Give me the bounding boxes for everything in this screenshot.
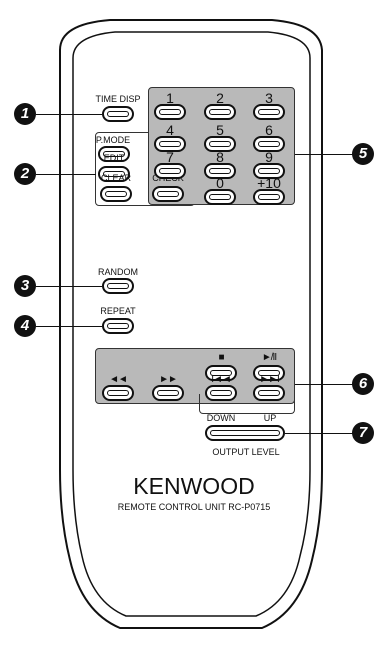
num-7-label: 7 xyxy=(166,149,174,165)
random-label: RANDOM xyxy=(98,267,138,277)
callout-4-leader xyxy=(36,326,102,327)
callout-5-number: 5 xyxy=(358,145,368,162)
random-button[interactable] xyxy=(102,278,134,294)
prev-track-icon: I◄◄ xyxy=(211,374,232,385)
callout-2-leader xyxy=(36,174,96,175)
callout-7-leader xyxy=(285,433,353,434)
num-4-label: 4 xyxy=(166,122,174,138)
p-mode-label: P.MODE xyxy=(95,135,131,145)
time-disp-label: TIME DISP xyxy=(95,94,141,104)
num-1-button[interactable] xyxy=(154,104,186,120)
model-text: REMOTE CONTROL UNIT RC-P0715 xyxy=(117,502,271,512)
num-6-label: 6 xyxy=(265,122,273,138)
callout-1-leader xyxy=(36,114,102,115)
num-4-button[interactable] xyxy=(154,136,186,152)
callout-6: 6 xyxy=(352,373,374,395)
callout-7: 7 xyxy=(352,422,374,444)
p-mode-button[interactable] xyxy=(98,146,130,162)
up-label: UP xyxy=(263,413,277,423)
play-pause-icon: ►/II xyxy=(261,352,277,363)
num-3-button[interactable] xyxy=(253,104,285,120)
stop-icon: ■ xyxy=(218,352,224,363)
num-plus10-button[interactable] xyxy=(253,189,285,205)
num-2-label: 2 xyxy=(216,90,224,106)
num-8-button[interactable] xyxy=(204,163,236,179)
fast-forward-icon: ►► xyxy=(159,374,178,385)
callout-2-number: 2 xyxy=(20,165,30,182)
down-label: DOWN xyxy=(206,413,236,423)
num-9-button[interactable] xyxy=(253,163,285,179)
num-0-button[interactable] xyxy=(204,189,236,205)
prev-track-button[interactable] xyxy=(205,385,237,401)
callout-3: 3 xyxy=(14,275,36,297)
num-1-label: 1 xyxy=(166,90,174,106)
edit-label: EDIT xyxy=(103,153,125,163)
num-5-button[interactable] xyxy=(204,136,236,152)
output-level-rocker[interactable] xyxy=(205,425,285,441)
stop-button[interactable] xyxy=(205,365,237,381)
repeat-label: REPEAT xyxy=(100,306,136,316)
rewind-icon: ◄◄ xyxy=(109,374,128,385)
callout-2: 2 xyxy=(14,163,36,185)
next-track-icon: ►►I xyxy=(259,374,280,385)
num-5-label: 5 xyxy=(216,122,224,138)
num-0-label: 0 xyxy=(216,175,224,191)
callout-4: 4 xyxy=(14,315,36,337)
callout-1-number: 1 xyxy=(20,105,30,122)
callout-4-number: 4 xyxy=(20,317,30,334)
num-2-button[interactable] xyxy=(204,104,236,120)
edit-button[interactable] xyxy=(98,166,130,182)
num-7-button[interactable] xyxy=(154,163,186,179)
callout-6-leader xyxy=(295,384,353,385)
num-3-label: 3 xyxy=(265,90,273,106)
fast-forward-button[interactable] xyxy=(152,385,184,401)
callout-5: 5 xyxy=(352,143,374,165)
num-6-button[interactable] xyxy=(253,136,285,152)
callout-3-number: 3 xyxy=(20,277,30,294)
num-9-label: 9 xyxy=(265,149,273,165)
repeat-button[interactable] xyxy=(102,318,134,334)
rewind-button[interactable] xyxy=(102,385,134,401)
callout-3-leader xyxy=(36,286,102,287)
num-plus10-label: +10 xyxy=(257,175,281,191)
time-disp-button[interactable] xyxy=(102,106,134,122)
callout-5-leader xyxy=(295,154,353,155)
brand-logo: KENWOOD xyxy=(133,473,255,499)
callout-1: 1 xyxy=(14,103,36,125)
output-level-label: OUTPUT LEVEL xyxy=(212,447,280,457)
clear-label: CLEAR xyxy=(100,173,132,183)
check-button[interactable] xyxy=(152,186,184,202)
callout-7-number: 7 xyxy=(358,424,368,441)
callout-6-number: 6 xyxy=(358,375,368,392)
next-track-button[interactable] xyxy=(253,385,285,401)
num-8-label: 8 xyxy=(216,149,224,165)
play-pause-button[interactable] xyxy=(253,365,285,381)
clear-button[interactable] xyxy=(100,186,132,202)
output-level-frame xyxy=(199,394,295,414)
